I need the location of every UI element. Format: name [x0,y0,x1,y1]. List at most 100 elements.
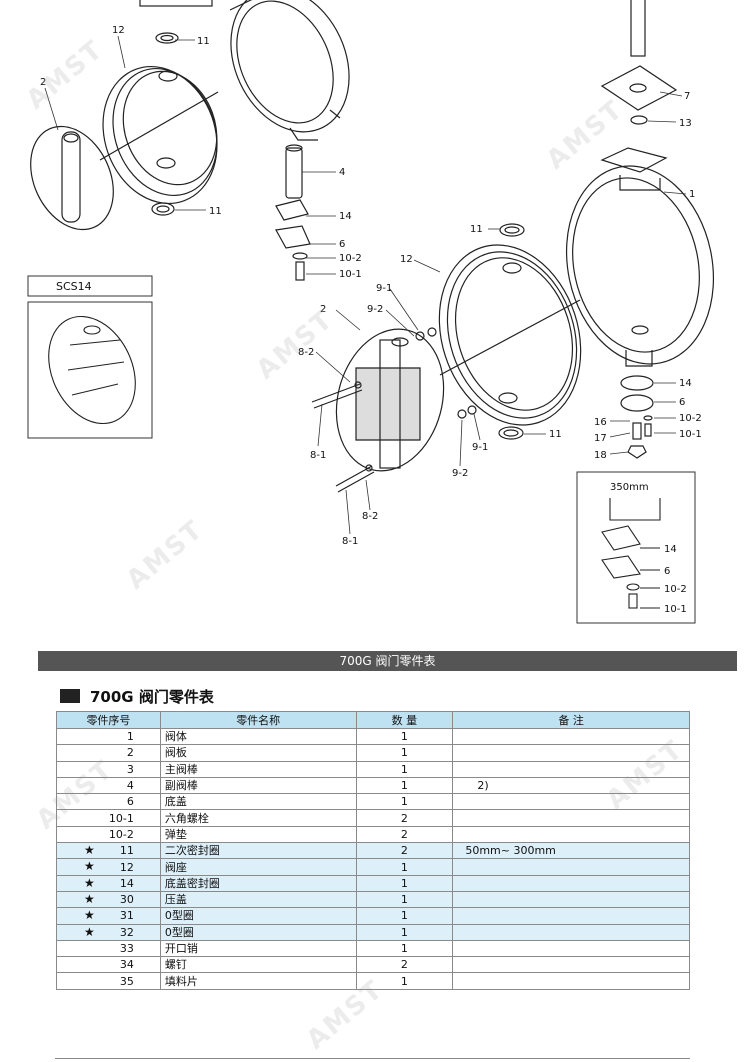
callout: 9-1 [472,442,488,453]
part-number-text: 2 [126,746,134,760]
callout: 11 [549,429,562,440]
table-row: 1 阀体 1 [56,727,690,746]
callout: 6 [339,239,345,250]
callout: 6 [679,397,685,408]
quantity-text: 1 [400,762,408,776]
part-name-text: 二次密封圈 [164,844,220,858]
star-icon: ★ [84,891,95,906]
table-row: 2 阀板 1 [56,744,690,762]
quantity-cell: 1 [355,858,454,876]
header-remarks: 备 注 [452,711,690,729]
quantity-text: 1 [400,942,408,955]
part-number-text: 33 [119,942,134,955]
part-name-cell: 0型圈 [159,907,357,925]
part-name-text: 填料片 [164,974,198,988]
callout: 10-2 [339,253,362,264]
callout: 14 [339,211,352,222]
part-name-cell: 填料片 [159,972,357,990]
exploded-parts-drawing: 11 12 2 11 4 14 6 10-2 10-1 7 13 1 11 12… [27,0,715,624]
sub-stem [285,147,303,199]
part-name-text: 阀板 [164,746,187,760]
quantity-cell: 1 [355,760,454,778]
callout: 14 [664,544,677,555]
remarks-cell [452,923,690,941]
seat-ring-top [99,65,219,205]
callout: 11 [197,36,210,47]
part-number-text: 4 [126,779,134,793]
quantity-cell: 1 [355,874,454,892]
quantity-text: 1 [400,746,408,760]
callout: 8-1 [310,450,326,461]
star-icon: ★ [84,859,95,874]
part-name-cell: 副阀棒 [159,776,357,795]
part-name-cell: 阀板 [159,744,357,762]
quantity-text: 2 [400,811,408,825]
callout: 8-1 [342,536,358,547]
callout: 14 [679,378,692,389]
quantity-text: 1 [400,795,408,809]
quantity-text: 2 [400,844,408,858]
disc-top [30,125,114,231]
part-number-cell: 4 [56,776,161,795]
part-number-cell: ★30 [56,890,161,909]
quantity-cell: 2 [355,809,454,827]
quantity-cell: 1 [355,744,454,762]
remarks-cell [452,939,690,958]
star-icon: ★ [84,875,95,890]
quantity-cell: 2 [355,825,454,844]
remarks-cell [452,858,690,876]
part-number-cell: 10-2 [56,825,161,844]
part-number-cell: ★ 14 [56,874,161,892]
part-number-text: 6 [126,795,134,809]
quantity-text: 2 [400,827,408,841]
remarks-cell [452,809,690,827]
header-part-no: 零件序号 [56,711,161,729]
part-name-cell: 底盖密封圈 [159,874,357,892]
callout: 9-1 [376,283,392,294]
part-name-cell: 主阀棒 [159,760,357,778]
callout: 10-2 [679,413,702,424]
header-part-name: 零件名称 [159,711,357,729]
quantity-text: 1 [400,876,408,890]
part-number-text: 14 [119,876,134,890]
part-name-cell: 阀座 [159,858,357,876]
part-name-text: 底盖 [164,795,187,809]
quantity-cell: 1 [355,939,454,958]
part-number-cell: 2 [56,744,161,762]
quantity-cell: 1 [355,776,454,795]
part-name-text: 开口销 [164,942,198,955]
callout: 2 [320,304,326,315]
part-number-text: 1 [126,730,134,744]
callout: 1 [689,189,695,200]
remarks-cell: 2) [452,776,690,795]
part-number-text: 31 [119,909,134,923]
remarks-cell [452,907,690,925]
remarks-text: 2) [477,779,489,793]
part-number-cell: ★ 31 [56,907,161,925]
callout: 6 [664,566,670,577]
callout: 12 [112,25,125,36]
inset-label: 350mm [610,482,649,493]
part-name-text: 阀体 [164,730,187,744]
part-name-cell: 0型圈 [159,923,357,941]
valve-body-right [565,147,715,367]
remarks-cell [452,825,690,844]
part-name-cell: 压盖 [159,890,357,909]
part-number-text: 12 [119,860,134,874]
seat-ring-right [438,244,582,426]
table-header-row: 零件序号 零件名称 数 量 备 注 [56,711,690,729]
part-name-cell: 开口销 [159,939,357,958]
quantity-text: 1 [400,974,408,988]
star-icon: ★ [84,908,95,923]
part-number-cell: ★32 [56,923,161,941]
quantity-cell: 1 [355,727,454,746]
